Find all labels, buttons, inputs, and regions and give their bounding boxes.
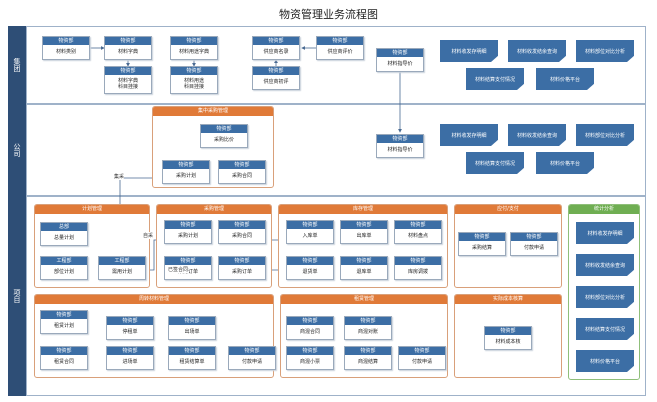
node-purchase-plan: 物资部采购计划 (164, 220, 212, 244)
lane-frame-company (26, 104, 646, 196)
node-purchase-compare: 物资部采购比价 (200, 124, 248, 148)
node-entry: 物资部进场单 (106, 346, 154, 370)
node-payment-request: 物资部付款申请 (510, 232, 558, 256)
node-concrete-payment: 物资部付款申请 (398, 346, 446, 370)
node-warehouse-transfer: 物资部库房调拨 (394, 256, 442, 280)
report-tag-company-5[interactable]: 材料价格平台 (536, 152, 594, 174)
lane-label-group: 集团 (8, 26, 26, 104)
node-return-stock: 物资部退库单 (340, 256, 388, 280)
node-company-purchase-contract: 物资部采购合同 (218, 160, 266, 184)
node-material-dictionary: 物资部材料字典 (104, 36, 152, 60)
node-lease-payment: 物资部付款申请 (228, 346, 276, 370)
node-stocktake: 物资部材料盘点 (394, 220, 442, 244)
lane-frame-project (26, 196, 646, 396)
node-concrete-contract: 物资部商混合同 (286, 316, 334, 340)
node-return-goods: 物资部退货单 (286, 256, 334, 280)
node-material-cost: 物资部材料成本核 (484, 326, 532, 350)
report-tag-company-2[interactable]: 材料收发结余查询 (508, 124, 566, 146)
node-total-plan: 总部总量计划 (40, 222, 88, 246)
report-tag-project-2[interactable]: 材料收发结余查询 (576, 254, 634, 276)
node-lease-settlement: 物资部租赁结算单 (168, 346, 216, 370)
lane-label-project: 项目 (8, 196, 26, 396)
diagram-title: 物资管理业务流程图 (279, 8, 378, 21)
node-purchase-contract: 物资部采购合同 (218, 220, 266, 244)
lane-frame-group (26, 26, 646, 104)
report-tag-group-5[interactable]: 材料价格平台 (536, 68, 594, 90)
node-stop-lease: 物资部停租单 (106, 316, 154, 340)
node-supplier-list: 物资部供应商名录 (252, 36, 300, 60)
report-tag-group-1[interactable]: 材料收发存明细 (440, 40, 498, 62)
node-supplier-evaluation: 物资部供应商评价 (316, 36, 364, 60)
node-material-category: 物资部材料类别 (42, 36, 90, 60)
report-tag-group-2[interactable]: 材料收发结余查询 (508, 40, 566, 62)
report-tag-company-4[interactable]: 材料结算支付情况 (466, 152, 524, 174)
node-material-dict-subject: 物资部材料字典 科目挂接 (104, 66, 152, 94)
report-tag-project-4[interactable]: 材料结算支付情况 (576, 318, 634, 340)
node-demand-plan: 工程部需用计划 (98, 256, 146, 280)
node-part-plan: 工程部部位计划 (40, 256, 88, 280)
node-inbound: 物资部入库单 (286, 220, 334, 244)
report-tag-group-3[interactable]: 材料部位对比分析 (576, 40, 634, 62)
report-tag-group-4[interactable]: 材料结算支付情况 (466, 68, 524, 90)
node-lease-contract: 物资部租赁合同 (40, 346, 88, 370)
node-group-guide-price: 物资部材料指导价 (376, 48, 424, 72)
report-tag-project-1[interactable]: 材料收发存明细 (576, 222, 634, 244)
edge-label-self-purchase: 自采 (143, 232, 154, 239)
node-concrete-settlement: 物资部商混结算 (344, 346, 392, 370)
node-company-guide-price: 物资部材料指导价 (376, 134, 424, 158)
node-purchase-settlement: 物资部采购结算 (458, 232, 506, 256)
node-exit: 物资部出场单 (168, 316, 216, 340)
edge-label-central: 集采 (114, 173, 125, 180)
report-tag-company-3[interactable]: 材料部位对比分析 (576, 124, 634, 146)
node-lease-plan: 物资部租赁计划 (40, 310, 88, 334)
report-tag-company-1[interactable]: 材料收发存明细 (440, 124, 498, 146)
node-outbound: 物资部出库单 (340, 220, 388, 244)
report-tag-project-5[interactable]: 材料价格平台 (576, 350, 634, 372)
node-concrete-reconcile: 物资部商混对账 (344, 316, 392, 340)
node-supplier-initial-eval: 物资部供应商初评 (252, 66, 300, 90)
node-concrete-ticket: 物资部商混小票 (286, 346, 334, 370)
node-usage-subject: 物资部材料用途 科目挂接 (170, 66, 218, 94)
report-tag-project-3[interactable]: 材料部位对比分析 (576, 286, 634, 308)
edge-label-signed-contract: 已签合同 (168, 266, 189, 273)
lane-label-company: 公司 (8, 104, 26, 196)
node-purchase-order-b: 物资部采购订单 (218, 256, 266, 280)
node-usage-dictionary: 物资部材料用途字典 (170, 36, 218, 60)
node-company-purchase-plan: 物资部采购计划 (162, 160, 210, 184)
